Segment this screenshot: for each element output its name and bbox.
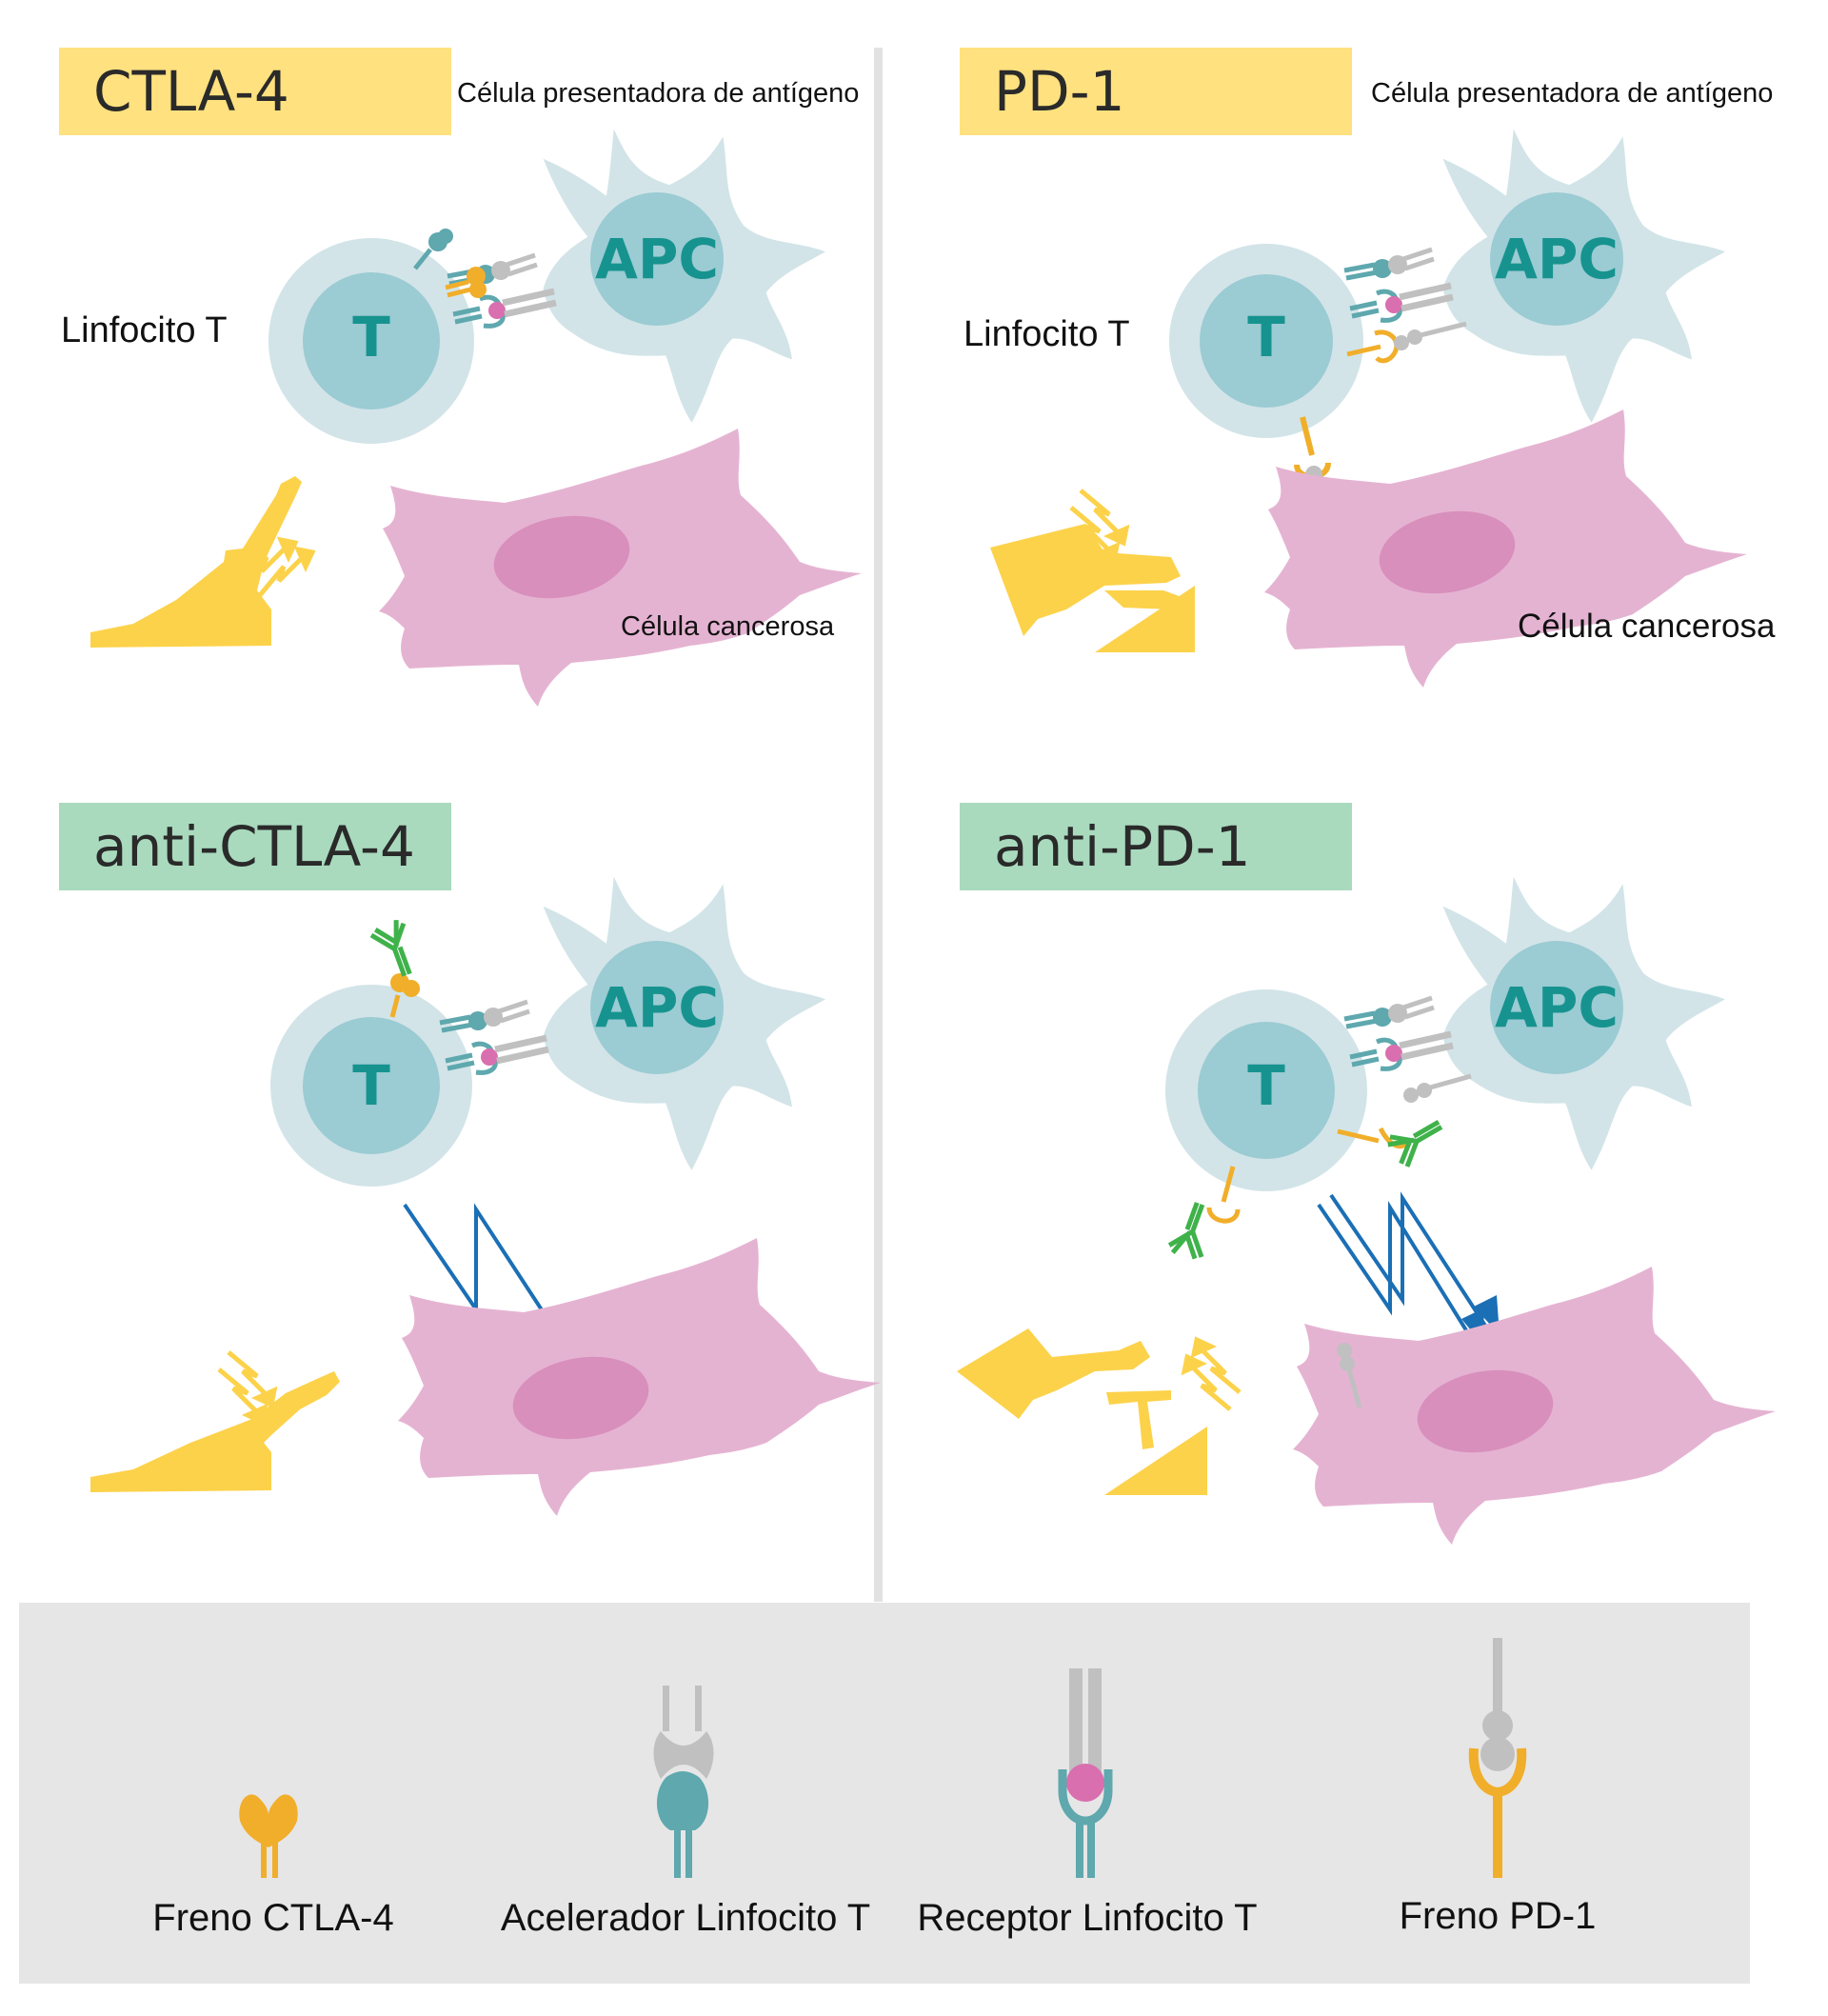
tcell-caption: Linfocito T	[61, 310, 228, 350]
tcell-caption: Linfocito T	[964, 314, 1130, 354]
legend-label-ctla4-brake: Freno CTLA-4	[152, 1897, 394, 1939]
panel-title-text: CTLA-4	[93, 59, 289, 124]
pd1-receptor	[1346, 321, 1467, 364]
cancer-nucleus	[1379, 510, 1516, 594]
legend-label-tcell-accelerator: Acelerador Linfocito T	[500, 1897, 871, 1939]
panel-anti-pd1	[957, 876, 1776, 1545]
cancer-caption: Célula cancerosa	[1518, 608, 1776, 645]
immune-attack-arrow-icon	[1317, 1191, 1500, 1347]
panel-title-anti-ctla4: anti-CTLA-4	[59, 803, 451, 890]
pedal-arrows-icon	[219, 1352, 274, 1422]
panel-title-text: anti-CTLA-4	[93, 814, 415, 879]
foot-on-brake-icon	[957, 1328, 1207, 1495]
cancer-nucleus	[1417, 1369, 1554, 1453]
apc-nucleus	[1490, 192, 1623, 326]
tcell-nucleus	[303, 1017, 440, 1154]
legend-panel	[19, 1603, 1750, 1984]
foot-on-brake-icon	[990, 524, 1195, 652]
free-accelerator	[413, 229, 453, 270]
panel-title-text: PD-1	[994, 59, 1125, 124]
tcell-letter: T	[352, 305, 390, 369]
panel-pd1	[990, 129, 1747, 688]
cancer-caption: Célula cancerosa	[621, 611, 835, 642]
tcell-letter: T	[352, 1053, 390, 1118]
apc-nucleus	[1490, 941, 1623, 1074]
apc-nucleus	[590, 192, 724, 326]
legend-label-pd1-brake: Freno PD-1	[1399, 1895, 1597, 1937]
panel-anti-ctla4	[90, 876, 881, 1516]
panel-title-anti-pd1: anti-PD-1	[960, 803, 1352, 890]
accelerator-pedal-icon	[90, 1371, 340, 1492]
apc-letter: APC	[1495, 975, 1619, 1040]
panel-title-ctla4: CTLA-4	[59, 48, 451, 135]
ctla4-receptor	[445, 267, 487, 298]
free-pdl1-ligand	[1337, 1343, 1362, 1408]
apc-nucleus	[590, 941, 724, 1074]
legend-label-tcell-receptor: Receptor Linfocito T	[917, 1897, 1258, 1939]
apc-letter: APC	[1495, 227, 1619, 291]
pedal-arrows-icon	[1184, 1340, 1240, 1409]
pd1-brake-icon	[1468, 1638, 1527, 1878]
cancer-nucleus	[512, 1356, 649, 1440]
pd1-blocked-by-antibody	[1337, 1112, 1450, 1169]
panel-title-pd1: PD-1	[960, 48, 1352, 135]
panel-title-text: anti-PD-1	[994, 814, 1251, 879]
tcell-nucleus	[1198, 1022, 1335, 1159]
tcell-accelerator-icon	[653, 1686, 714, 1878]
pd1-blocked-by-antibody	[1167, 1166, 1241, 1263]
apc-caption: Célula presentadora de antígeno	[1371, 78, 1774, 109]
tcell-letter: T	[1247, 1053, 1285, 1118]
tcell-letter: T	[1247, 305, 1285, 369]
apc-caption: Célula presentadora de antígeno	[457, 78, 860, 109]
ctla4-blocked-by-antibody	[369, 918, 421, 1018]
cancer-nucleus	[493, 515, 630, 599]
free-pdl1-ligand	[1403, 1073, 1472, 1103]
synapse-receptors	[1344, 250, 1453, 320]
panel-ctla4	[90, 129, 862, 707]
panel-divider	[874, 48, 883, 1602]
apc-letter: APC	[595, 227, 719, 291]
tcell-nucleus	[1200, 274, 1333, 408]
tcell-receptor-icon	[1058, 1668, 1113, 1878]
tcell-nucleus	[303, 272, 440, 409]
apc-letter: APC	[595, 975, 719, 1040]
ctla4-brake-icon	[239, 1794, 298, 1878]
